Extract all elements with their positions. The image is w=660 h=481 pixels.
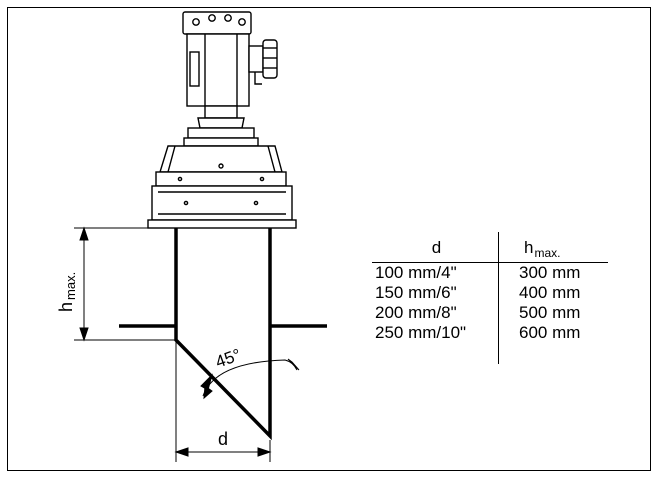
- cell-h: 300 mm: [519, 263, 581, 282]
- table-row: 150 mm/6" 400 mm: [373, 283, 603, 303]
- table-vertical-divider: [498, 232, 499, 364]
- h-dimension: [74, 226, 176, 342]
- angle-label: 45°: [213, 345, 244, 372]
- table-header-divider: [372, 262, 608, 263]
- h-label: h: [56, 302, 76, 312]
- cell-d: 200 mm/8": [375, 303, 457, 322]
- cell-h: 500 mm: [519, 303, 581, 322]
- cell-h: 600 mm: [519, 323, 581, 342]
- figure-frame: [7, 7, 651, 471]
- d-label: d: [218, 429, 228, 449]
- table-header-row: d hmax.: [373, 237, 603, 263]
- svg-text:hmax.: h max.: [56, 272, 78, 312]
- col-header-h-main: h: [524, 238, 534, 257]
- h-sub-label: max.: [63, 272, 78, 300]
- table-row: 100 mm/4" 300 mm: [373, 263, 603, 283]
- col-header-d: d: [431, 238, 442, 257]
- angle-arc: [200, 358, 300, 400]
- col-header-h-sub: max.: [534, 246, 561, 260]
- sensor-housing: [147, 11, 297, 229]
- col-header-h: hmax.: [500, 237, 603, 263]
- socket-pipe: [174, 228, 272, 441]
- cell-d: 150 mm/6": [375, 283, 457, 302]
- cell-d: 250 mm/10": [375, 323, 467, 342]
- cell-d: 100 mm/4": [375, 263, 457, 282]
- h-label-group: h max.: [56, 272, 78, 312]
- d-dimension: [174, 342, 272, 462]
- cell-h: 400 mm: [519, 283, 581, 302]
- table-row: 200 mm/8" 500 mm: [373, 303, 603, 323]
- dimension-table: d hmax. 100 mm/4" 300 mm 150 mm/6" 400 m…: [373, 237, 603, 343]
- table-row: 250 mm/10" 600 mm: [373, 323, 603, 343]
